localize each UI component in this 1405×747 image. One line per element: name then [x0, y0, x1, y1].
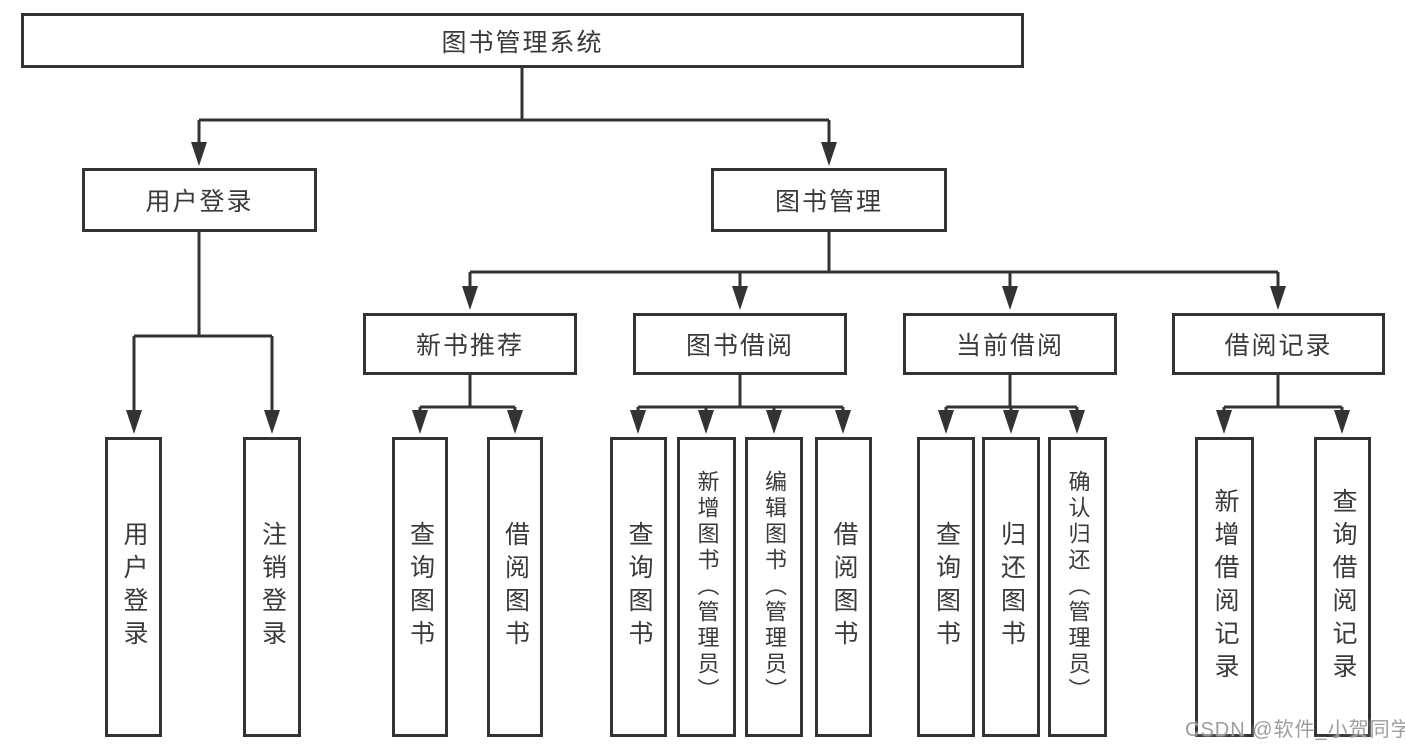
leaf-label: 新增图书（管理员） — [694, 470, 720, 704]
arrowhead-icon — [1002, 286, 1018, 310]
arrowhead-icon — [938, 410, 954, 434]
leaf-edit-books-admin: 编辑图书（管理员） — [745, 437, 803, 737]
arrowhead-icon — [1270, 286, 1286, 310]
arrowhead-icon — [507, 410, 523, 434]
leaf-return-books: 归还图书 — [982, 437, 1040, 737]
node-root: 图书管理系统 — [21, 13, 1024, 68]
node-current-borrowing: 当前借阅 — [903, 313, 1117, 375]
leaf-borrow-books-recommend: 借阅图书 — [487, 437, 543, 737]
leaf-label: 借阅图书 — [830, 521, 858, 653]
arrowhead-icon — [264, 410, 280, 434]
arrowhead-icons — [126, 142, 1350, 434]
leaf-label: 查询图书 — [406, 521, 435, 653]
leaf-query-books-recommend: 查询图书 — [392, 437, 448, 737]
arrowhead-icon — [698, 410, 714, 434]
leaf-query-borrow-record: 查询借阅记录 — [1314, 437, 1371, 737]
node-borrowing-records: 借阅记录 — [1172, 313, 1385, 375]
node-book-borrowing: 图书借阅 — [633, 313, 847, 375]
arrowhead-icon — [1069, 410, 1085, 434]
leaf-label: 借阅图书 — [501, 521, 530, 653]
arrowhead-icon — [732, 286, 748, 310]
leaf-user-login: 用户登录 — [105, 437, 162, 737]
arrowhead-icon — [1216, 410, 1232, 434]
arrowhead-icon — [191, 142, 207, 166]
leaf-label: 查询借阅记录 — [1329, 488, 1357, 686]
arrowhead-icon — [835, 410, 851, 434]
arrowhead-icon — [630, 410, 646, 434]
leaf-label: 用户登录 — [120, 521, 148, 653]
leaf-label: 注销登录 — [258, 521, 287, 653]
leaf-logout: 注销登录 — [243, 437, 301, 737]
leaf-add-books-admin: 新增图书（管理员） — [677, 437, 736, 737]
leaf-label: 查询图书 — [932, 521, 961, 653]
leaf-label: 确认归还（管理员） — [1065, 470, 1091, 704]
arrowhead-icon — [126, 410, 142, 434]
leaf-add-borrow-record: 新增借阅记录 — [1195, 437, 1254, 737]
leaf-query-books-current: 查询图书 — [917, 437, 975, 737]
leaf-label: 归还图书 — [997, 521, 1026, 653]
leaf-label: 查询图书 — [625, 521, 653, 653]
node-user-login: 用户登录 — [82, 168, 317, 232]
arrowhead-icon — [1334, 410, 1350, 434]
leaf-query-books-borrowing: 查询图书 — [610, 437, 667, 737]
leaf-confirm-return-admin: 确认归还（管理员） — [1048, 437, 1107, 737]
leaf-borrow-books-borrowing: 借阅图书 — [815, 437, 872, 737]
tree-edges — [132, 68, 1344, 412]
arrowhead-icon — [462, 286, 478, 310]
arrowhead-icon — [1003, 410, 1019, 434]
leaf-label: 新增借阅记录 — [1211, 488, 1239, 686]
node-new-book-recommendation: 新书推荐 — [363, 313, 577, 375]
arrowhead-icon — [412, 410, 428, 434]
leaf-label: 编辑图书（管理员） — [762, 470, 787, 704]
arrowhead-icon — [766, 410, 782, 434]
node-book-management: 图书管理 — [711, 168, 947, 232]
watermark: CSDN @软件_小贺同学 — [1185, 719, 1405, 741]
arrowhead-icon — [821, 142, 837, 166]
